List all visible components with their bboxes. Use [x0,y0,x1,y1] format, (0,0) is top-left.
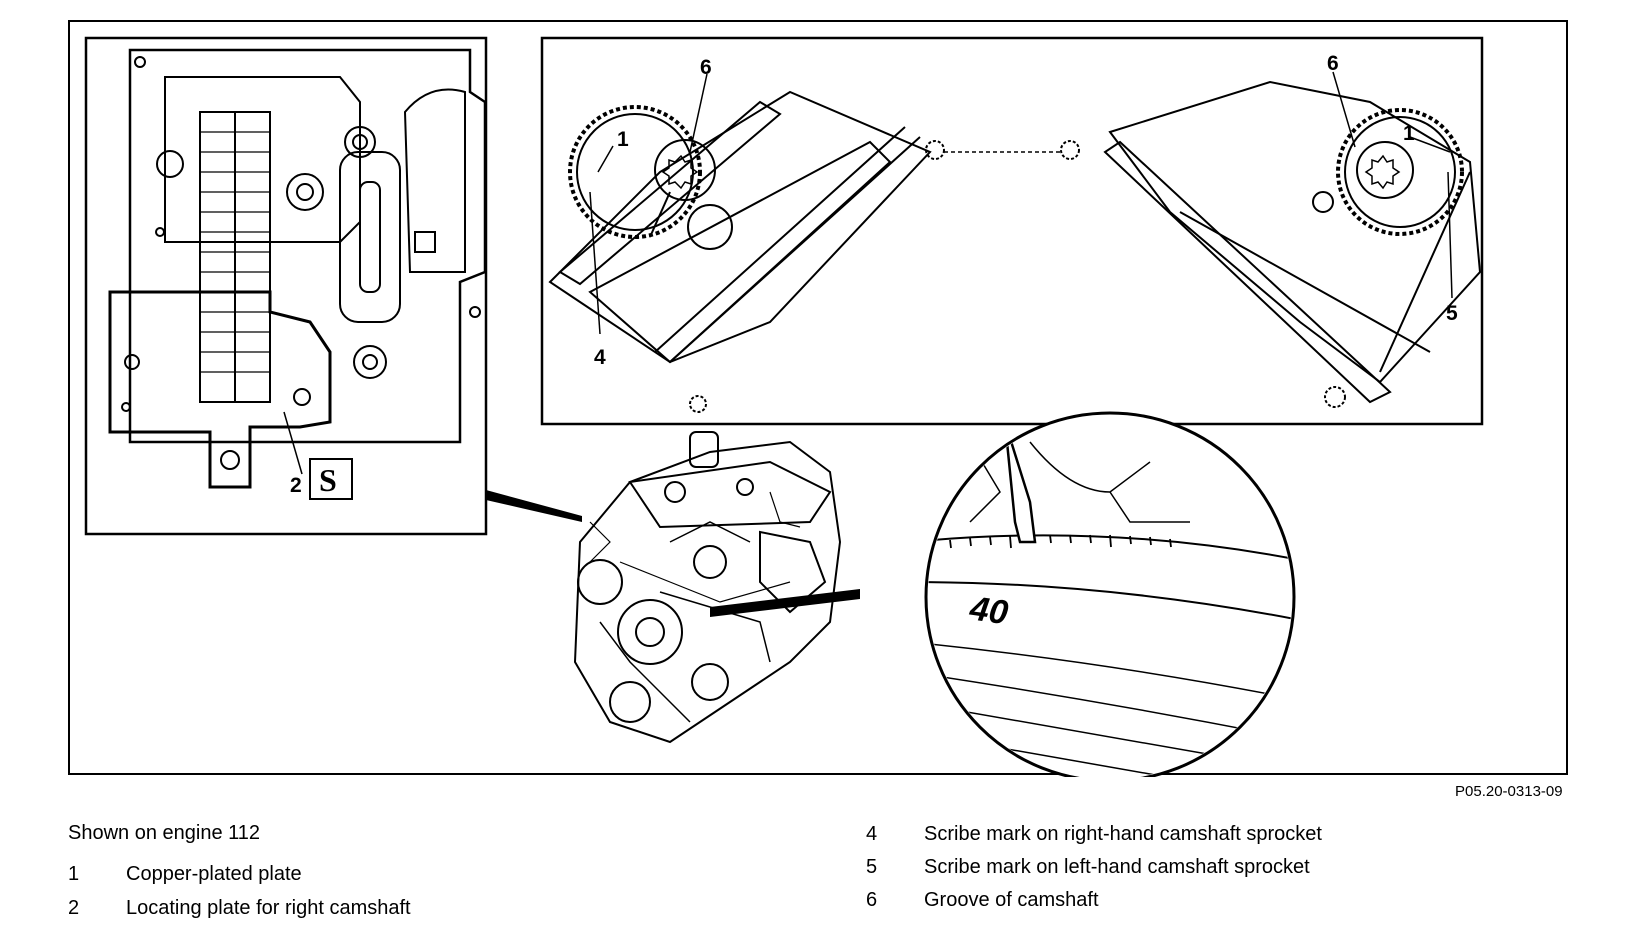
legend-number: 4 [866,823,878,845]
pointer-wedge-right [710,589,860,617]
legend-number: 6 [866,889,878,911]
callout-4: 4 [594,346,606,369]
callout-1-right: 1 [1403,122,1415,145]
pointer-wedge-left [486,490,582,522]
callout-2: 2 [290,474,302,497]
camshaft-alignment-panel [540,36,1484,426]
technical-illustration-frame: S 2 [68,20,1568,777]
legend-text: Scribe mark on right-hand camshaft sproc… [924,823,1322,845]
figure-reference: P05.20-0313-09 [1455,783,1563,800]
callout-6: 6 [700,56,712,79]
legend-text: Scribe mark on left-hand camshaft sprock… [924,856,1310,878]
svg-text:S: S [319,462,337,498]
legend-number: 2 [68,897,80,919]
legend-number: 1 [68,863,80,885]
callout-1: 1 [617,128,629,151]
engine-illustration [573,431,842,744]
crankshaft-degree-magnifier: 40 [924,411,1296,777]
callout-5: 5 [1446,302,1458,325]
legend-number: 5 [866,856,878,878]
legend-text: Locating plate for right camshaft [126,897,411,919]
callout-6-right: 6 [1327,52,1339,75]
legend-text: Copper-plated plate [126,863,302,885]
legend-text: Groove of camshaft [924,889,1099,911]
figure-caption: Shown on engine 112 [68,822,261,844]
degree-mark-label: 40 [967,589,1011,632]
engine-diagram: S 2 [84,36,1484,777]
locating-plate-detail-panel: S [84,36,488,536]
